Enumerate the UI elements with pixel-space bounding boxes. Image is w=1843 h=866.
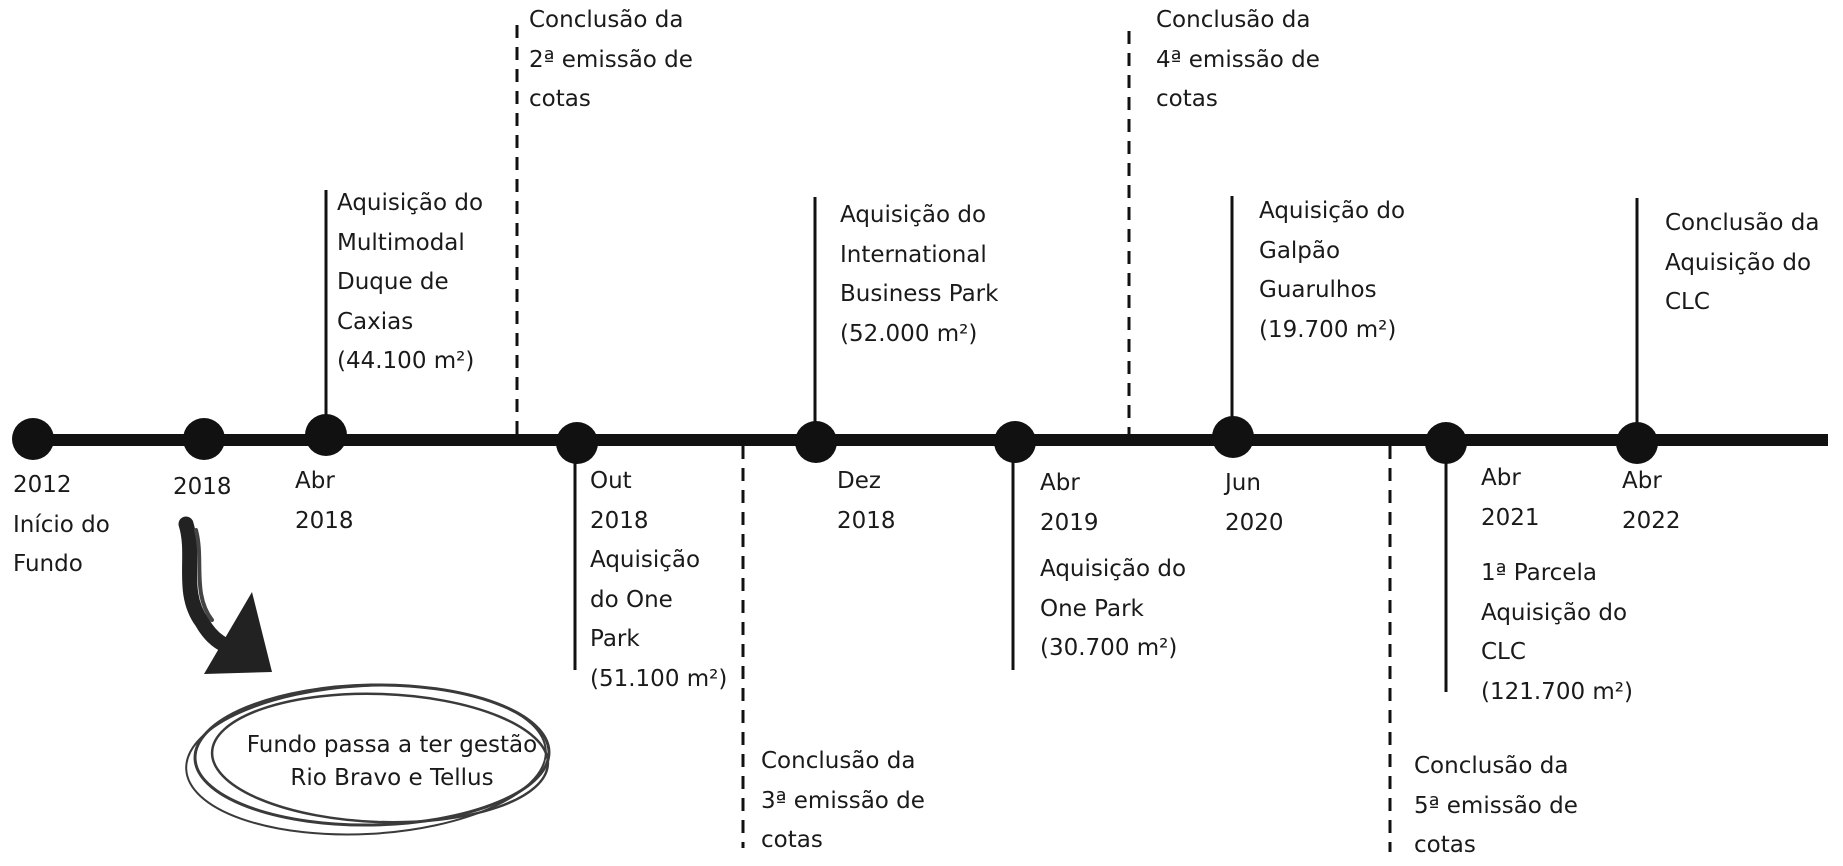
event-dot-abr-2022 — [1616, 422, 1658, 464]
curved-arrow-icon — [178, 516, 272, 674]
management-note: Fundo passa a ter gestão Rio Bravo e Tel… — [246, 732, 538, 791]
event-dot-abr-2018 — [305, 414, 347, 456]
event-dot-out-2018 — [556, 422, 598, 464]
event-dot-2012 — [12, 418, 54, 460]
event-date-2018: 2018 — [173, 474, 232, 500]
event-dot-abr-2019 — [994, 421, 1036, 463]
note-circle-scribble — [185, 683, 551, 836]
event-dot-abr-2021 — [1425, 422, 1467, 464]
event-dot-jun-2020 — [1212, 416, 1254, 458]
event-dot-2018 — [183, 418, 225, 460]
event-dot-dez-2018 — [795, 421, 837, 463]
